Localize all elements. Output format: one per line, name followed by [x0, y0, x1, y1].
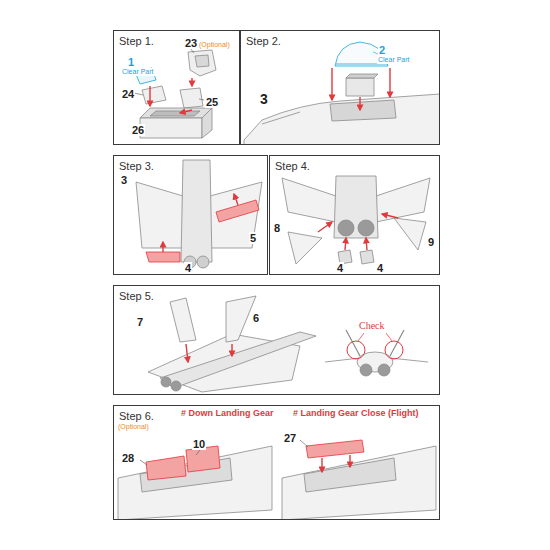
fuselage-nose [244, 42, 439, 144]
step-panel: Step 5. [113, 285, 440, 395]
landing-gear [118, 440, 436, 519]
tail-assembly [148, 296, 428, 392]
callout-number: 27 [283, 432, 297, 444]
callout-number: 3 [120, 174, 128, 186]
section-heading: # Down Landing Gear [180, 409, 275, 419]
callout-number: 8 [273, 222, 281, 234]
callout-number: 24 [121, 88, 135, 100]
callout-number: 10 [192, 438, 206, 450]
callout-number: 4 [376, 262, 384, 274]
step-panel: Step 6. [113, 405, 440, 520]
callout-number: 1 [127, 56, 135, 68]
callout-number: 2 [378, 44, 386, 56]
callout-number: 6 [252, 312, 260, 324]
step-title: Step 5. [114, 288, 159, 304]
step-panel: Step 4. [269, 155, 440, 275]
callout-number: (Optional) [198, 41, 231, 49]
callout-number: 9 [427, 236, 435, 248]
step-panel: Step 2. [240, 30, 440, 145]
callout-number: 25 [205, 96, 219, 108]
callout-number: Clear Part [121, 68, 155, 76]
callout-number: Check [358, 320, 386, 331]
callout-number: 5 [249, 232, 257, 244]
callout-number: (Optional) [117, 423, 150, 431]
step-title: Step 3. [114, 158, 159, 174]
step-title: Step 4. [270, 158, 315, 174]
step-panel: Step 3. [113, 155, 268, 275]
callout-number: 28 [121, 452, 135, 464]
callout-number: 4 [336, 262, 344, 274]
rear-view [282, 176, 430, 264]
callout-number: 7 [136, 316, 144, 328]
callout-number: 3 [259, 92, 269, 107]
cockpit-parts [134, 48, 216, 138]
callout-number: 4 [184, 262, 192, 274]
callout-number: 23 [184, 37, 198, 49]
callout-number: 26 [131, 124, 145, 136]
section-heading: # Landing Gear Close (Flight) [292, 409, 420, 419]
wing-top-view [136, 160, 262, 268]
step-title: Step 2. [241, 33, 286, 49]
callout-number: Clear Part [377, 56, 411, 64]
step-title: Step 6. [114, 408, 159, 424]
step-title: Step 1. [114, 33, 159, 49]
